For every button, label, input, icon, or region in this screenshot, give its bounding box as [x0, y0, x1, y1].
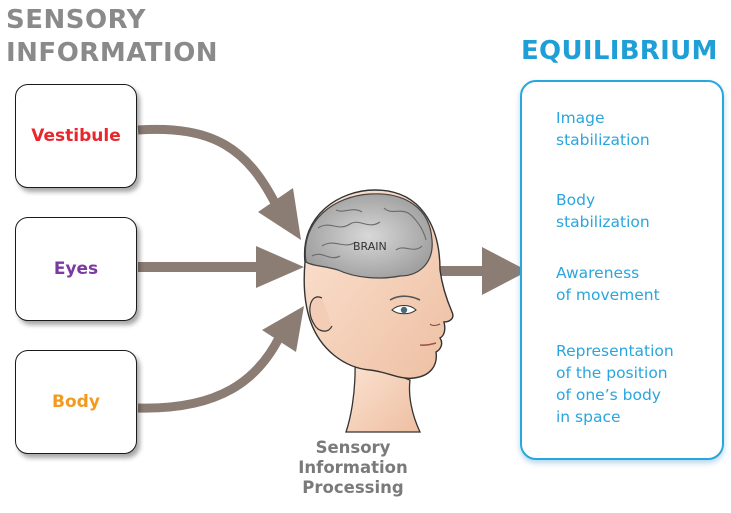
vestibule-label: Vestibule	[31, 126, 121, 146]
processing-label: Sensory Information Processing	[278, 438, 428, 498]
output-awareness-of-movement: Awareness of movement	[556, 262, 726, 306]
sensory-information-heading: SENSORY INFORMATION	[6, 4, 218, 70]
output-body-position-representation: Representation of the position of one’s …	[556, 340, 726, 428]
input-box-body: Body	[15, 350, 137, 454]
output-line: of movement	[556, 286, 660, 304]
heading-line-1: SENSORY	[6, 5, 146, 35]
output-line: Image	[556, 109, 605, 127]
output-line: of the position	[556, 364, 668, 382]
eyes-label: Eyes	[53, 259, 99, 279]
brain-label: BRAIN	[353, 240, 387, 253]
equilibrium-heading: EQUILIBRIUM	[521, 36, 718, 66]
output-line: Body	[556, 191, 596, 209]
processing-line-1: Sensory	[315, 438, 391, 457]
arrow-eyes-to-brain	[138, 246, 304, 288]
input-box-vestibule: Vestibule	[15, 84, 137, 188]
output-line: in space	[556, 408, 621, 426]
body-label: Body	[52, 392, 100, 412]
output-line: Representation	[556, 342, 674, 360]
input-box-eyes: Eyes	[15, 217, 137, 321]
equilibrium-output-box: Image stabilization Body stabilization A…	[520, 80, 724, 460]
head-illustration: BRAIN	[303, 189, 454, 433]
output-line: stabilization	[556, 213, 650, 231]
arrow-body-to-brain	[137, 333, 285, 413]
arrow-brain-to-equilibrium	[402, 247, 528, 295]
arrow-vestibule-to-brain	[137, 124, 281, 208]
output-image-stabilization: Image stabilization	[556, 107, 726, 151]
processing-line-3: Processing	[302, 478, 404, 497]
processing-line-2: Information	[298, 458, 408, 477]
output-body-stabilization: Body stabilization	[556, 189, 726, 233]
heading-line-2: INFORMATION	[6, 38, 219, 68]
output-line: of one’s body	[556, 386, 661, 404]
arrowhead-vestibule	[258, 188, 301, 240]
output-line: Awareness	[556, 264, 640, 282]
output-line: stabilization	[556, 131, 650, 149]
arrowhead-body	[262, 306, 304, 352]
brain-icon	[304, 193, 433, 279]
